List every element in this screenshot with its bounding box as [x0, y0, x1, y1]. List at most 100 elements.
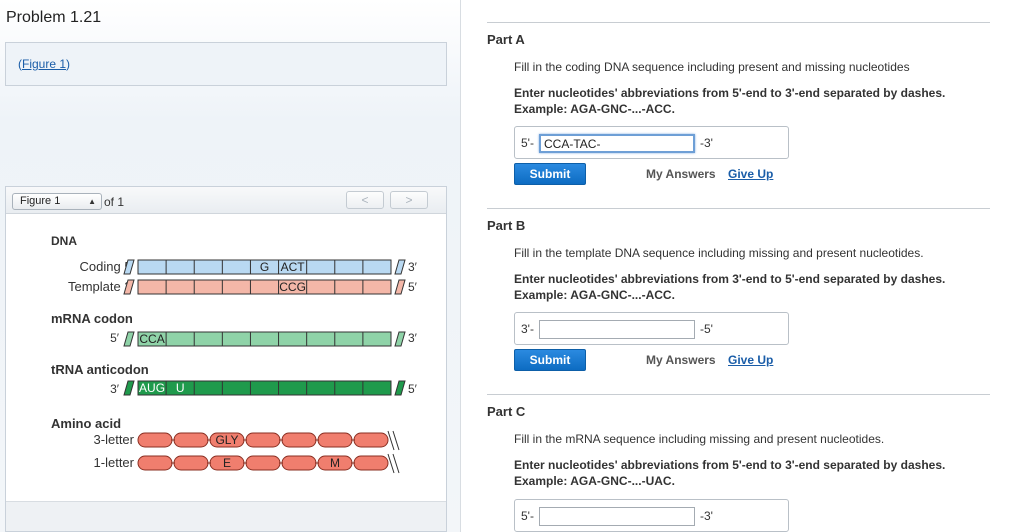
coding-right-cap	[394, 259, 406, 275]
coding-cell-label: G	[260, 260, 269, 274]
trna-left-cap	[123, 380, 135, 396]
figure-select[interactable]: Figure 1 ▲	[12, 193, 102, 210]
part-c: Part C Fill in the mRNA sequence includi…	[487, 404, 990, 532]
part-c-suffix: -3'	[700, 509, 713, 523]
trna-cell-label: AUG	[139, 381, 165, 395]
part-a-give-up-link[interactable]: Give Up	[728, 167, 774, 181]
part-b-format-line1: Enter nucleotides' abbreviations from 3'…	[514, 272, 946, 286]
aa1-bead-label: M	[330, 456, 340, 470]
part-b-title: Part B	[487, 218, 526, 233]
part-a-my-answers-link[interactable]: My Answers	[646, 167, 716, 181]
dna-heading: DNA	[51, 234, 77, 248]
problem-title: Problem 1.21	[6, 9, 102, 26]
aa1-bead	[281, 455, 317, 471]
coding-strand: G ACT	[123, 259, 406, 275]
part-b-submit-button[interactable]: Submit	[514, 349, 586, 371]
amino-acid-3letter-label: 3-letter	[94, 432, 135, 447]
part-b-suffix: -5'	[700, 322, 713, 336]
part-c-format-line2: Example: AGA-GNC-...-UAC.	[514, 474, 675, 488]
part-b-format-line2: Example: AGA-GNC-...-ACC.	[514, 288, 675, 302]
part-b-my-answers-link[interactable]: My Answers	[646, 353, 716, 367]
aa3-bead	[317, 432, 353, 448]
coding-label: Coding 5′	[80, 259, 135, 274]
aa1-bead	[245, 455, 281, 471]
aa3-bead	[281, 432, 317, 448]
part-b-instruction: Fill in the template DNA sequence includ…	[514, 246, 924, 260]
part-a-answer-input[interactable]	[539, 134, 695, 153]
part-c-answer-input[interactable]	[539, 507, 695, 526]
part-c-answer-box: 5'- -3'	[514, 499, 789, 532]
aa3-bead	[137, 432, 173, 448]
figure-select-value: Figure 1	[20, 195, 61, 207]
part-a-prefix: 5'-	[521, 136, 534, 150]
part-b: Part B Fill in the template DNA sequence…	[487, 218, 990, 378]
part-c-divider	[487, 394, 990, 395]
part-a-suffix: -3'	[700, 136, 713, 150]
aa3-bead	[353, 432, 389, 448]
mrna-left-cap	[123, 331, 135, 347]
aa3-bead-label: GLY	[215, 433, 238, 447]
part-b-divider	[487, 208, 990, 209]
aa1-bead	[353, 455, 389, 471]
mrna-heading: mRNA codon	[51, 311, 133, 326]
aa3-bead	[245, 432, 281, 448]
mrna-3prime-label: 3′	[408, 331, 418, 345]
coding-cell-label: ACT	[281, 260, 306, 274]
part-a-divider	[487, 22, 990, 23]
template-right-cap	[394, 279, 406, 295]
part-b-answer-input[interactable]	[539, 320, 695, 339]
aa1-break-icon	[387, 453, 400, 474]
trna-heading: tRNA anticodon	[51, 362, 149, 377]
figure-count: of 1	[104, 195, 125, 209]
part-a-title: Part A	[487, 32, 525, 47]
template-5prime-label: 5′	[408, 280, 418, 294]
trna-5prime-label: 5′	[408, 382, 418, 396]
mrna-strand: CCA	[123, 331, 406, 347]
trna-3prime-label: 3′	[110, 382, 120, 396]
next-figure-button[interactable]: >	[390, 191, 428, 209]
part-a-format-line1: Enter nucleotides' abbreviations from 5'…	[514, 86, 946, 100]
aa3-break-icon	[387, 430, 400, 451]
part-a-submit-button[interactable]: Submit	[514, 163, 586, 185]
mrna-bar	[137, 331, 392, 347]
amino-acid-heading: Amino acid	[51, 416, 121, 431]
part-b-prefix: 3'-	[521, 322, 534, 336]
problem-panel: Problem 1.21 (Figure 1) Figure 1▲ of 1 <…	[0, 0, 461, 532]
part-c-format-line1: Enter nucleotides' abbreviations from 5'…	[514, 458, 946, 472]
part-a: Part A Fill in the coding DNA sequence i…	[487, 32, 990, 192]
template-strand: CCG	[123, 279, 406, 295]
previous-figure-button[interactable]: <	[346, 191, 384, 209]
part-c-title: Part C	[487, 404, 526, 419]
part-c-instruction: Fill in the mRNA sequence including miss…	[514, 432, 885, 446]
part-c-prefix: 5'-	[521, 509, 534, 523]
figure-panel-footer	[6, 501, 446, 531]
paren-open: (	[18, 57, 22, 71]
figure-link-box: (Figure 1)	[5, 42, 447, 86]
part-b-answer-box: 3'- -5'	[514, 312, 789, 345]
part-b-give-up-link[interactable]: Give Up	[728, 353, 774, 367]
amino-acid-3letter-row: GLY	[137, 430, 400, 451]
coding-3prime-label: 3′	[408, 260, 418, 274]
part-a-format-line2: Example: AGA-GNC-...-ACC.	[514, 102, 675, 116]
trna-right-cap	[394, 380, 406, 396]
part-a-instruction: Fill in the coding DNA sequence includin…	[514, 60, 910, 74]
mrna-cell-label: CCA	[139, 332, 164, 346]
coding-left-cap	[123, 259, 135, 275]
figure-link-wrapper: (Figure 1)	[18, 57, 70, 71]
mrna-right-cap	[394, 331, 406, 347]
aa1-bead	[173, 455, 209, 471]
template-left-cap	[123, 279, 135, 295]
paren-close: )	[66, 57, 71, 71]
mrna-5prime-label: 5′	[110, 331, 120, 345]
select-arrows-icon: ▲	[88, 197, 96, 206]
trna-bar	[137, 380, 392, 396]
figure-1-link[interactable]: Figure 1	[22, 57, 67, 71]
part-a-answer-box: 5'- -3'	[514, 126, 789, 159]
aa3-bead	[173, 432, 209, 448]
amino-acid-1letter-label: 1-letter	[94, 455, 135, 470]
figure-panel-header: Figure 1 ▲ of 1 < >	[6, 187, 446, 214]
